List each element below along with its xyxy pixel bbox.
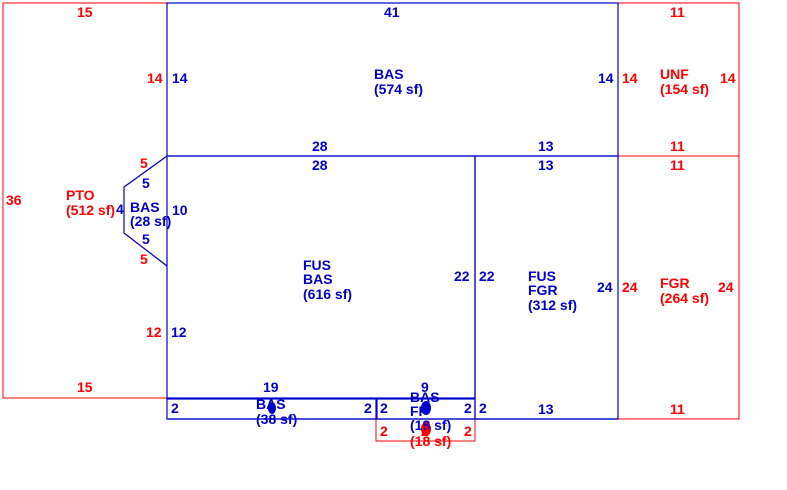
fus-bas-sf: (616 sf) bbox=[303, 286, 352, 302]
dim-11-top: 11 bbox=[670, 4, 685, 20]
fgr-code: FGR bbox=[660, 275, 690, 291]
bas-top-code: BAS bbox=[374, 66, 404, 82]
dim-5-red-bot: 5 bbox=[140, 251, 148, 267]
fus-fgr-code2: FGR bbox=[528, 282, 558, 298]
bay-window-outline bbox=[123, 155, 168, 267]
dim-28-blue: 28 bbox=[312, 157, 328, 173]
fp-code: FP bbox=[410, 403, 428, 419]
fus-fgr-sf: (312 sf) bbox=[528, 297, 577, 313]
bas-low-code: BAS bbox=[256, 396, 286, 412]
bas-fp-sf: (18 sf) bbox=[410, 417, 451, 433]
dim-36: 36 bbox=[6, 192, 22, 208]
fireplace-icon bbox=[268, 401, 431, 436]
dim-22-left: 22 bbox=[454, 268, 470, 284]
dim-5-blue-top: 5 bbox=[142, 175, 150, 191]
dim-41: 41 bbox=[384, 4, 400, 20]
dim-9: 9 bbox=[421, 379, 429, 395]
dim-15-top: 15 bbox=[77, 4, 93, 20]
dim-12-blue: 12 bbox=[171, 324, 187, 340]
dim-14-blue-right: 14 bbox=[598, 70, 614, 86]
bas-top-sf: (574 sf) bbox=[374, 81, 423, 97]
dim-2-e: 2 bbox=[479, 400, 487, 416]
dim-14-blue-left: 14 bbox=[172, 70, 188, 86]
dim-24-red: 24 bbox=[622, 279, 638, 295]
dim-11-bottom: 11 bbox=[670, 401, 685, 417]
fus-bas-code1: FUS bbox=[303, 257, 331, 273]
dim-2-b: 2 bbox=[364, 400, 372, 416]
dim-5-red-top: 5 bbox=[140, 155, 148, 171]
dim-11-mid-b: 11 bbox=[670, 157, 685, 173]
dim-24-fgr-right: 24 bbox=[718, 279, 734, 295]
dim-13-bottom: 13 bbox=[538, 401, 554, 417]
dim-2-red-mid: 2 bbox=[421, 423, 429, 439]
fus-fgr-code1: FUS bbox=[528, 268, 556, 284]
dim-14-red-left: 14 bbox=[147, 70, 163, 86]
bas-low-sf: (38 sf) bbox=[256, 411, 297, 427]
dim-14-unf-right: 14 bbox=[720, 70, 736, 86]
dim-15-bottom: 15 bbox=[77, 379, 93, 395]
bas-fp-code: BAS bbox=[410, 389, 440, 405]
fus-bas-code2: BAS bbox=[303, 271, 333, 287]
dim-12-red: 12 bbox=[146, 324, 162, 340]
unf-code: UNF bbox=[660, 66, 689, 82]
fp-sf: (18 sf) bbox=[410, 433, 451, 449]
unf-sf: (154 sf) bbox=[660, 81, 709, 97]
dim-2-a: 2 bbox=[171, 400, 179, 416]
dim-22-right: 22 bbox=[479, 268, 495, 284]
dim-4: 4 bbox=[116, 201, 124, 217]
dim-28-red: 28 bbox=[312, 138, 328, 154]
dim-2-c: 2 bbox=[380, 400, 388, 416]
dim-10: 10 bbox=[172, 202, 188, 218]
dim-2-red-left: 2 bbox=[380, 423, 388, 439]
dim-24-blue: 24 bbox=[597, 279, 613, 295]
dim-19: 19 bbox=[263, 379, 279, 395]
blue-outlines bbox=[123, 2, 619, 420]
dim-5-blue-bot: 5 bbox=[142, 231, 150, 247]
dim-13-a: 13 bbox=[538, 138, 554, 154]
dim-13-b: 13 bbox=[538, 157, 554, 173]
dim-2-red-right: 2 bbox=[464, 423, 472, 439]
bay-sf: (28 sf) bbox=[130, 213, 171, 229]
dim-11-mid-a: 11 bbox=[670, 138, 685, 154]
red-outlines bbox=[2, 2, 740, 442]
bay-code: BAS bbox=[130, 199, 160, 215]
dim-2-d: 2 bbox=[464, 400, 472, 416]
pto-sf: (512 sf) bbox=[66, 202, 115, 218]
dim-14-red-right: 14 bbox=[622, 70, 638, 86]
pto-code: PTO bbox=[66, 187, 95, 203]
fgr-sf: (264 sf) bbox=[660, 290, 709, 306]
